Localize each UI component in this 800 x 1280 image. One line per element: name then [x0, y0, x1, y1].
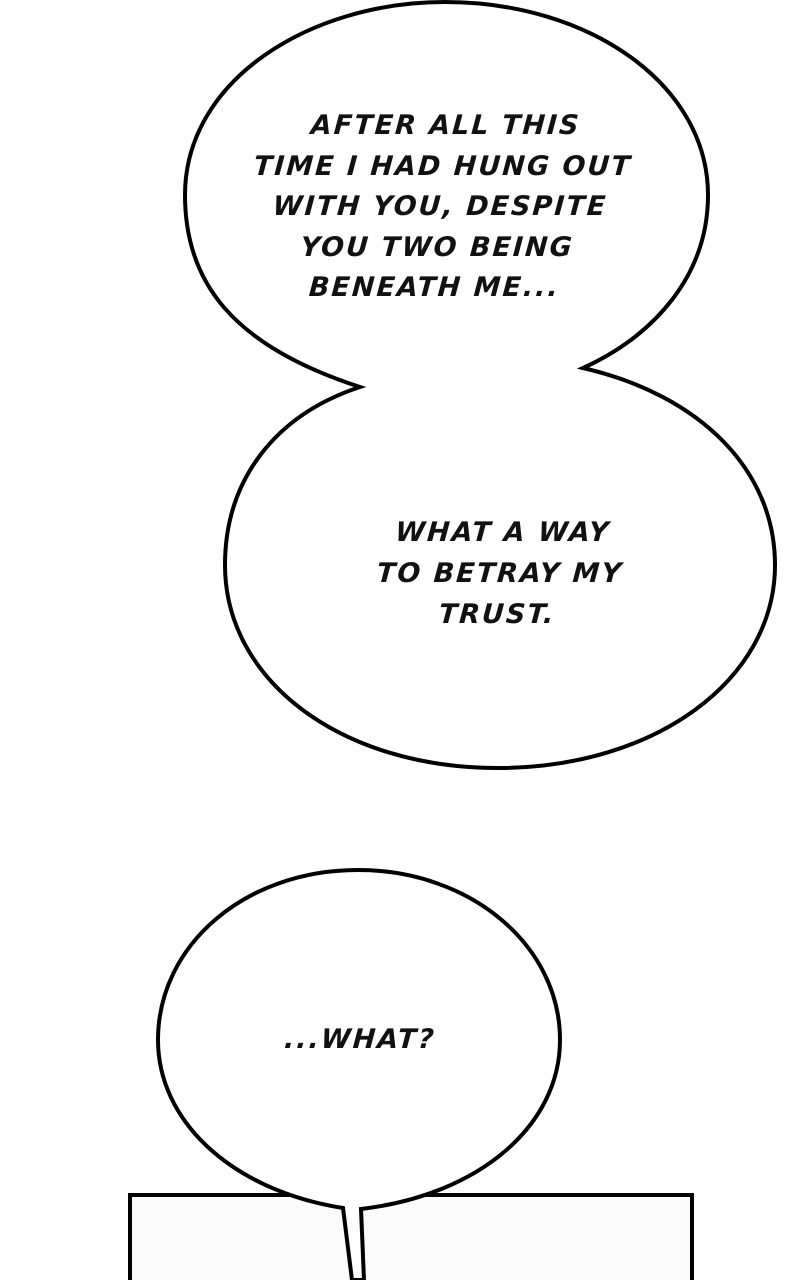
speech-line: YOU TWO BEING [299, 231, 575, 263]
speech-text-top: AFTER ALL THIS TIME I HAD HUNG OUT WITH … [243, 106, 637, 309]
speech-line: TRUST. [437, 599, 557, 630]
speech-line: AFTER ALL THIS [309, 110, 582, 141]
speech-line: WHAT A WAY [394, 517, 612, 548]
speech-bubble-outline-top [182, 0, 778, 771]
speech-line: ...WHAT? [283, 1024, 437, 1055]
speech-line: BENEATH ME... [307, 272, 561, 303]
speech-line: TO BETRAY MY [375, 558, 625, 589]
speech-line: TIME I HAD HUNG OUT [252, 150, 633, 182]
speech-text-middle: WHAT A WAY TO BETRAY MY TRUST. [356, 512, 645, 635]
speech-bubble-outline-bottom [155, 867, 563, 1280]
panel-frame [128, 1193, 694, 1280]
speech-text-bottom: ...WHAT? [269, 1020, 452, 1060]
speech-line: WITH YOU, DESPITE [271, 191, 609, 222]
